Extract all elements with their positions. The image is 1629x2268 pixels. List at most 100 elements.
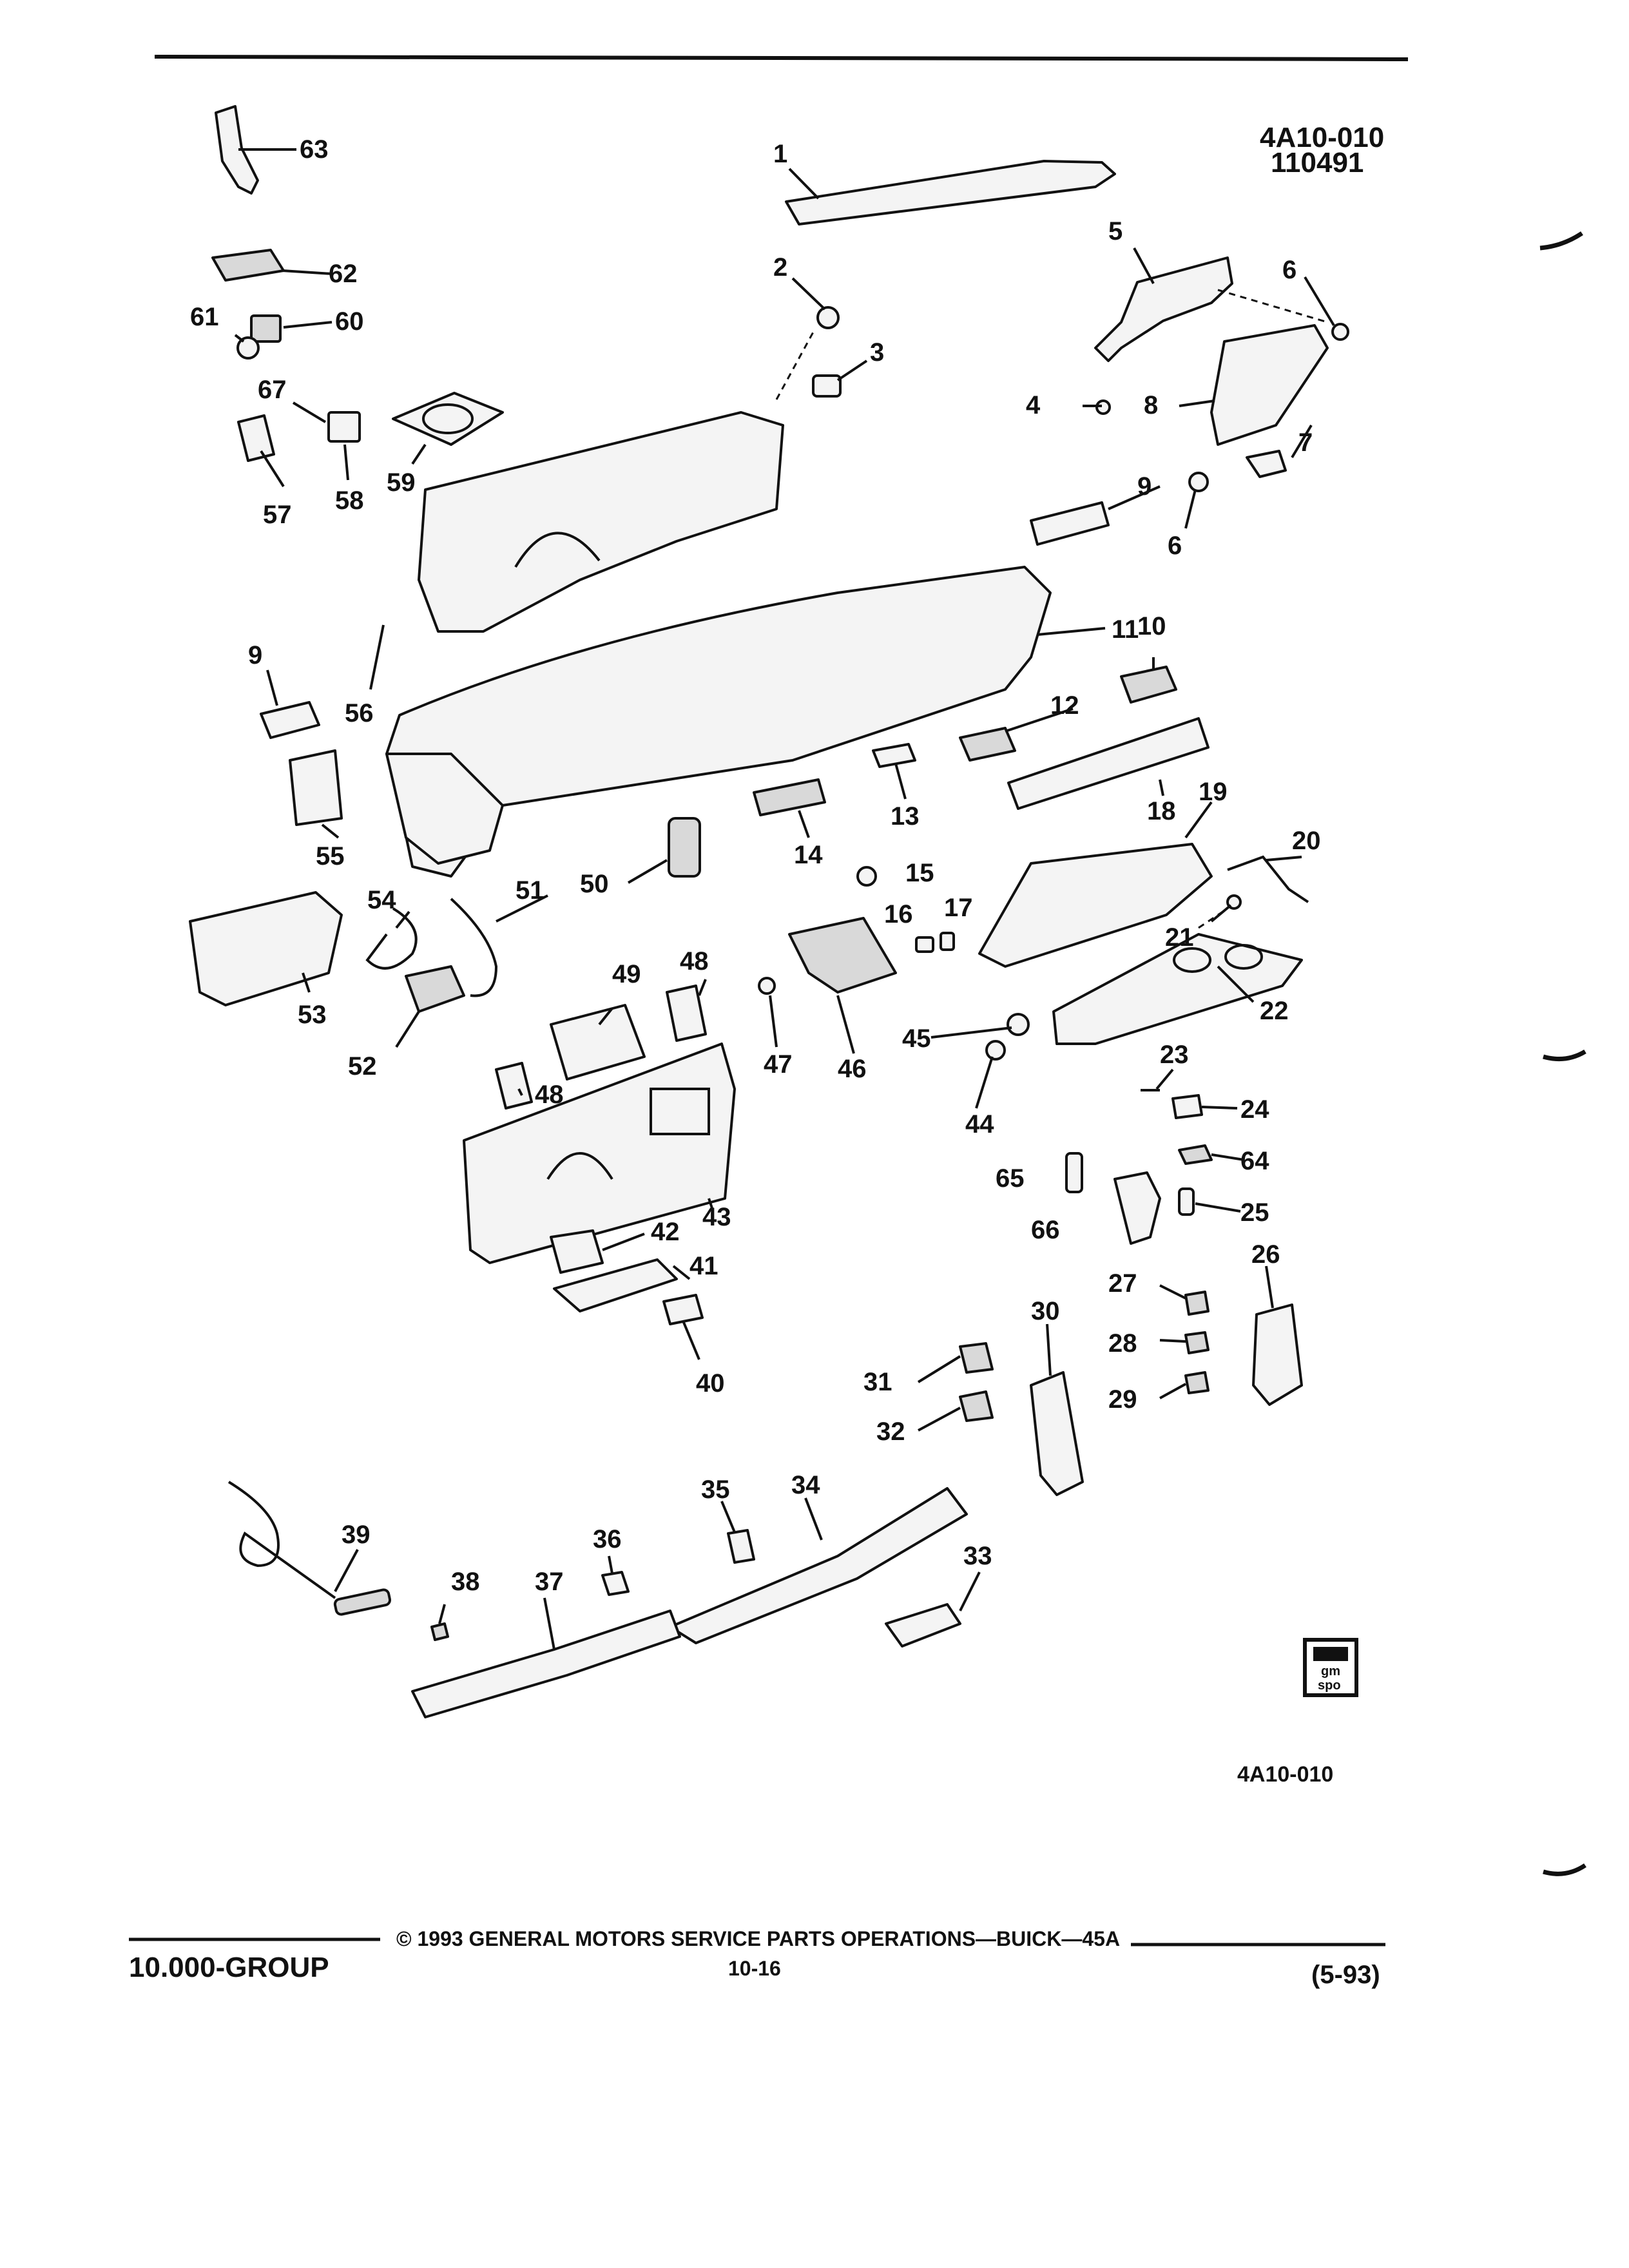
callout-9-right: 9	[1137, 472, 1152, 501]
part-17-socket	[940, 932, 955, 951]
callout-17: 17	[944, 894, 973, 922]
part-7-bracket	[1246, 450, 1287, 478]
callout-59: 59	[387, 468, 416, 497]
part-33-bracket	[885, 1603, 961, 1648]
callout-42: 42	[651, 1218, 680, 1246]
callout-53: 53	[298, 1001, 327, 1029]
part-11-panel-pad	[385, 566, 1052, 878]
callout-30: 30	[1031, 1297, 1060, 1325]
part-22-opening	[1224, 944, 1263, 970]
callout-65: 65	[996, 1164, 1025, 1193]
callout-52: 52	[348, 1052, 377, 1081]
part-14-vent	[753, 778, 826, 816]
callout-48: 48	[680, 947, 709, 975]
part-43-radio-opening	[650, 1088, 710, 1135]
callout-16: 16	[884, 900, 913, 928]
callout-35: 35	[701, 1475, 730, 1504]
part-54-harness	[365, 907, 418, 970]
callout-45: 45	[902, 1024, 931, 1053]
callout-22: 22	[1260, 997, 1289, 1025]
callout-12: 12	[1050, 691, 1079, 720]
callout-3: 3	[870, 338, 884, 367]
part-44-knob	[985, 1040, 1006, 1061]
callout-38: 38	[451, 1568, 480, 1596]
leader-lines	[234, 148, 1335, 1650]
part-56-cluster-recess	[514, 532, 601, 568]
part-42-column-cover	[550, 1229, 604, 1274]
callout-1: 1	[773, 140, 787, 168]
footer-page-number: 10-16	[728, 1957, 781, 1980]
callout-14: 14	[794, 841, 823, 869]
gm-spo-logo: gm spo	[1303, 1638, 1358, 1697]
callout-33: 33	[963, 1542, 992, 1570]
part-62-relay	[211, 249, 285, 282]
part-29-switch	[1184, 1371, 1210, 1394]
callout-58: 58	[335, 486, 364, 515]
callout-60: 60	[335, 307, 364, 336]
callout-4: 4	[1026, 391, 1041, 419]
part-20-strap	[1227, 855, 1309, 903]
callout-57: 57	[263, 501, 292, 529]
footer-copyright: © 1993 GENERAL MOTORS SERVICE PARTS OPER…	[396, 1927, 1120, 1950]
part-65-spring	[1065, 1152, 1083, 1193]
callout-11: 11	[1112, 615, 1139, 644]
callout-6: 6	[1282, 256, 1296, 284]
part-32-connector	[959, 1390, 994, 1422]
callout-6-lower: 6	[1168, 532, 1182, 560]
part-37-reinforcement	[411, 1610, 681, 1718]
callout-7: 7	[1298, 428, 1313, 457]
callout-25: 25	[1240, 1198, 1269, 1227]
part-10-switch	[1120, 666, 1177, 704]
callout-46: 46	[838, 1055, 867, 1083]
callout-62: 62	[329, 260, 358, 288]
callout-31: 31	[863, 1368, 892, 1396]
callout-63: 63	[300, 135, 329, 164]
part-30-bracket	[1030, 1371, 1084, 1496]
part-8-module	[1210, 324, 1329, 446]
part-22-opening	[1173, 947, 1211, 973]
callout-28: 28	[1108, 1329, 1137, 1358]
part-40-switch	[662, 1294, 704, 1325]
part-48-bracket-lower	[495, 1062, 533, 1110]
callout-9-left: 9	[248, 641, 262, 669]
part-41-bracket	[553, 1258, 678, 1312]
callout-numbers: 1 2 3 4 5 6 6 7 8 9 9 10 11 12 13 14 15 …	[190, 135, 1321, 1596]
callout-5: 5	[1108, 217, 1123, 245]
footer-revision: (5-93)	[1311, 1961, 1380, 1989]
part-15-bulb	[856, 866, 877, 887]
callout-64: 64	[1240, 1147, 1269, 1175]
part-22-knee-bolster	[1052, 933, 1303, 1045]
part-43-column-opening	[546, 1152, 613, 1180]
logo-gm: gm	[1321, 1664, 1340, 1678]
callout-47: 47	[764, 1050, 793, 1079]
part-6-nut-lower	[1188, 472, 1209, 492]
part-56-carrier	[418, 411, 784, 633]
part-25-clip	[1178, 1187, 1195, 1216]
part-59-speaker	[392, 392, 504, 446]
part-28-switch	[1184, 1331, 1210, 1354]
callout-37: 37	[535, 1568, 564, 1596]
part-9-vent-left	[260, 701, 320, 739]
callout-39: 39	[342, 1521, 371, 1549]
part-60-connector	[250, 314, 282, 343]
part-2-clip	[816, 306, 840, 329]
part-5-bracket	[1094, 256, 1233, 362]
dashed-attach-line	[1217, 289, 1328, 323]
illustration-code: 4A10-010	[1260, 122, 1384, 153]
callout-2: 2	[773, 253, 787, 282]
logo-spo: spo	[1318, 1678, 1341, 1693]
callout-43: 43	[702, 1203, 731, 1231]
part-36-bracket	[601, 1571, 630, 1596]
part-12-switch	[959, 727, 1016, 762]
part-1-defroster-grille	[785, 160, 1116, 226]
callout-19: 19	[1199, 778, 1228, 806]
illustration-date: 110491	[1271, 147, 1364, 178]
part-48-bracket	[666, 985, 707, 1042]
callout-40: 40	[696, 1369, 725, 1398]
callout-55: 55	[316, 842, 345, 870]
part-46-ashtray	[788, 917, 897, 994]
callout-67: 67	[258, 376, 287, 404]
part-38-nut	[430, 1622, 449, 1641]
callout-24: 24	[1240, 1095, 1269, 1124]
